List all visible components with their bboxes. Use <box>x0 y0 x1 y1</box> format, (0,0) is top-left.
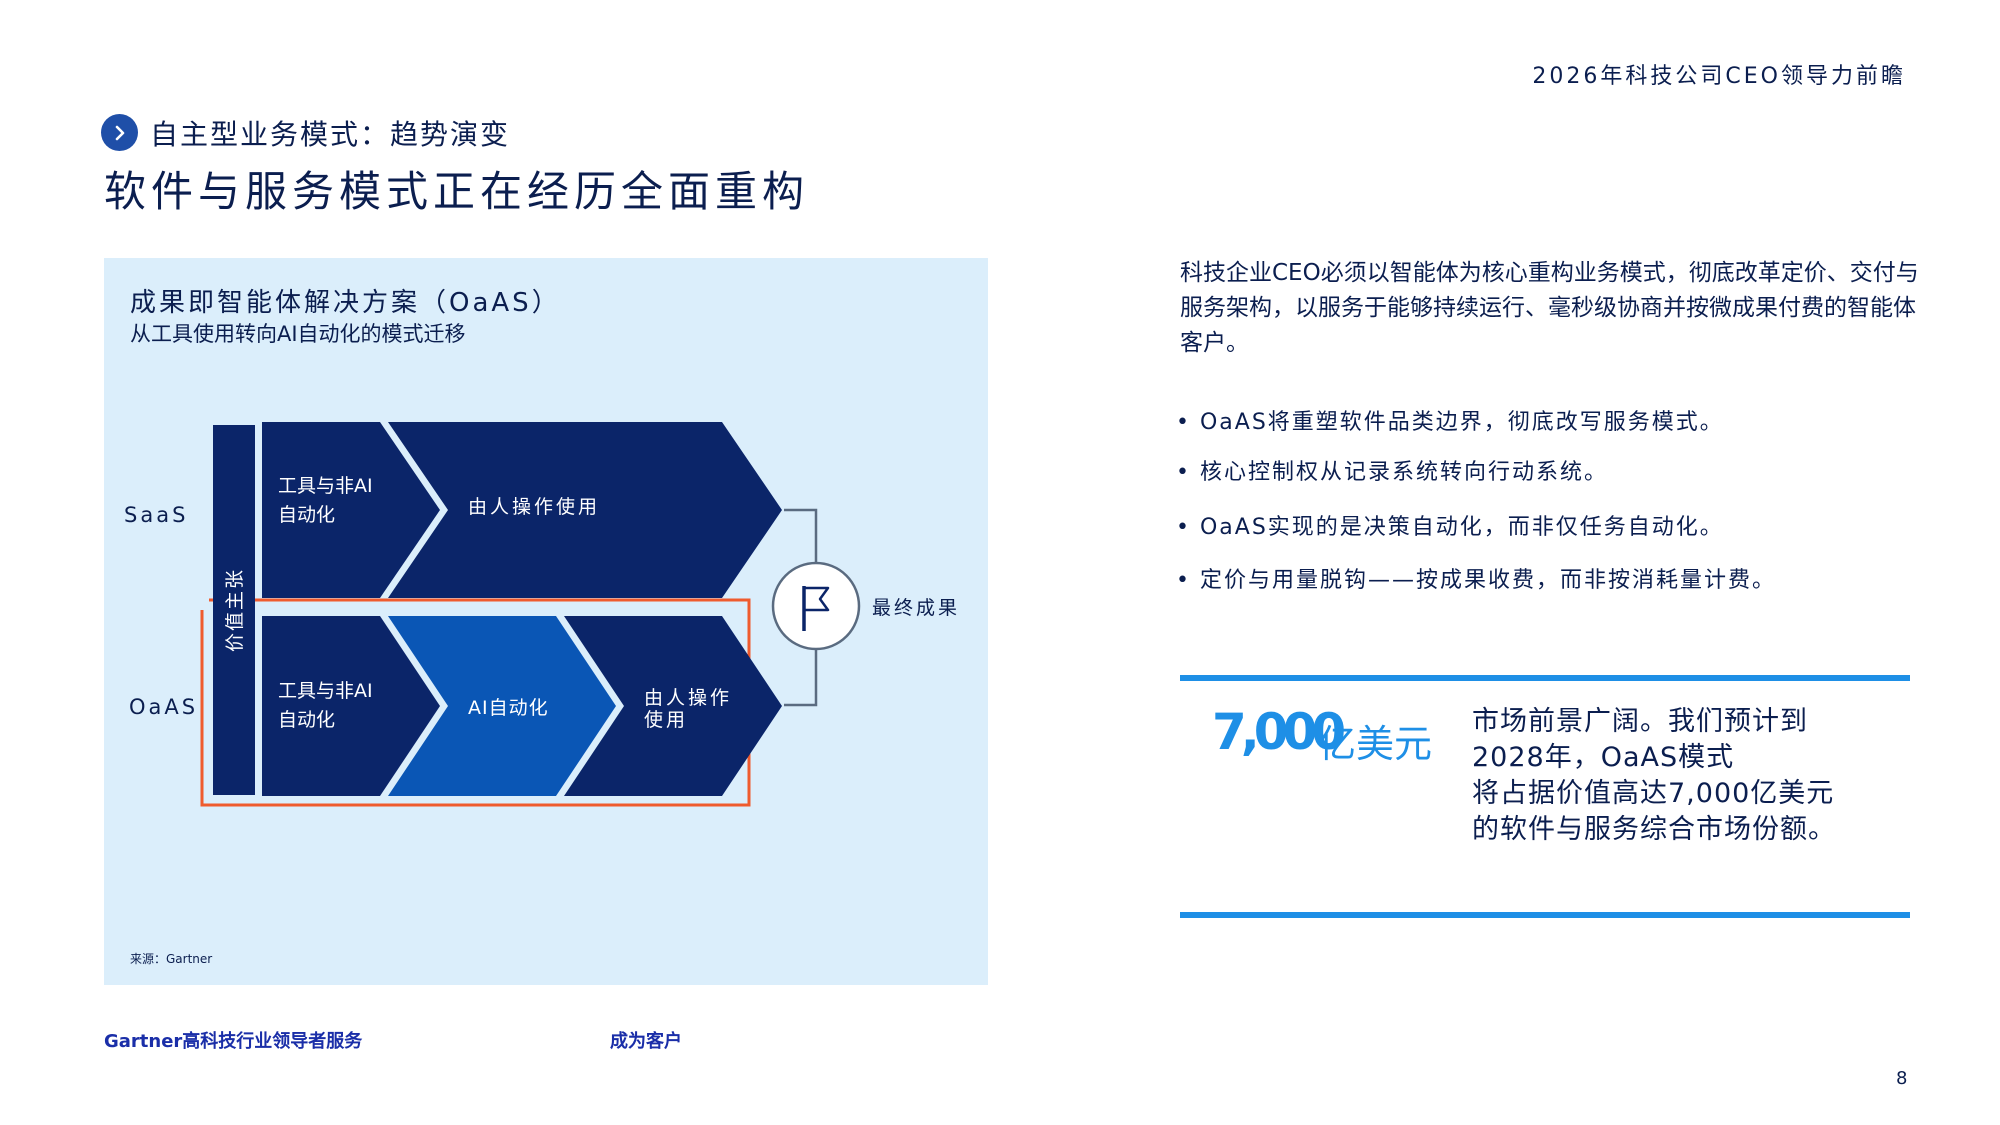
row-label-saas: SaaS <box>124 503 188 527</box>
stat-description: 市场前景广阔。我们预计到 2028年，OaAS模式 将占据价值高达7,000亿美… <box>1472 706 1836 845</box>
saas-stage-human <box>388 422 782 598</box>
section-label: 自主型业务模式：趋势演变 <box>150 118 511 151</box>
diagram-subtitle: 从工具使用转向AI自动化的模式迁移 <box>130 322 466 346</box>
source-note: 来源：Gartner <box>130 952 213 966</box>
outcome-label: 最终成果 <box>872 597 960 619</box>
page-headline: 软件与服务模式正在经历全面重构 <box>104 167 810 216</box>
list-item: • 核心控制权从记录系统转向行动系统。 <box>1176 460 1608 485</box>
outcome-connector <box>784 508 818 707</box>
stat-value: 7,000 <box>1212 703 1346 761</box>
oaas-highlight-outline <box>200 598 751 807</box>
oaas-stage-human-label: 由人操作使用 <box>644 687 732 731</box>
oaas-stage-ai <box>388 616 616 796</box>
chevron-right-icon <box>115 125 124 140</box>
list-item: • OaAS将重塑软件品类边界，彻底改写服务模式。 <box>1176 410 1724 435</box>
row-label-oaas: OaAS <box>129 695 198 719</box>
list-item: • OaAS实现的是决策自动化，而非仅任务自动化。 <box>1176 515 1724 540</box>
footer-service-link[interactable]: Gartner高科技行业领导者服务 <box>104 1031 363 1052</box>
intro-paragraph: 科技企业CEO必须以智能体为核心重构业务模式，彻底改革定价、交付与服务架构，以服… <box>1180 260 1919 356</box>
oaas-stage-human <box>564 616 782 796</box>
diagram-title: 成果即智能体解决方案（OaAS） <box>130 288 561 318</box>
oaas-stage-ai-label: AI自动化 <box>468 697 549 719</box>
footer-become-client-link[interactable]: 成为客户 <box>610 1031 682 1052</box>
page-number: 8 <box>1896 1068 1908 1089</box>
saas-stage-tools <box>262 422 440 598</box>
value-proposition-label: 价值主张 <box>224 568 246 652</box>
value-proposition-bar <box>213 425 255 795</box>
oaas-stage-tools <box>262 616 440 796</box>
stat-unit: 亿美元 <box>1318 722 1433 766</box>
flag-icon <box>802 586 830 631</box>
stat-divider-top <box>1180 675 1910 681</box>
stat-divider-bottom <box>1180 912 1910 918</box>
section-badge <box>101 114 138 151</box>
list-item: • 定价与用量脱钩——按成果收费，而非按消耗量计费。 <box>1176 568 1776 593</box>
outcome-circle <box>771 561 861 651</box>
saas-stage-human-label: 由人操作使用 <box>468 496 600 518</box>
report-title: 2026年科技公司CEO领导力前瞻 <box>1532 64 1906 89</box>
